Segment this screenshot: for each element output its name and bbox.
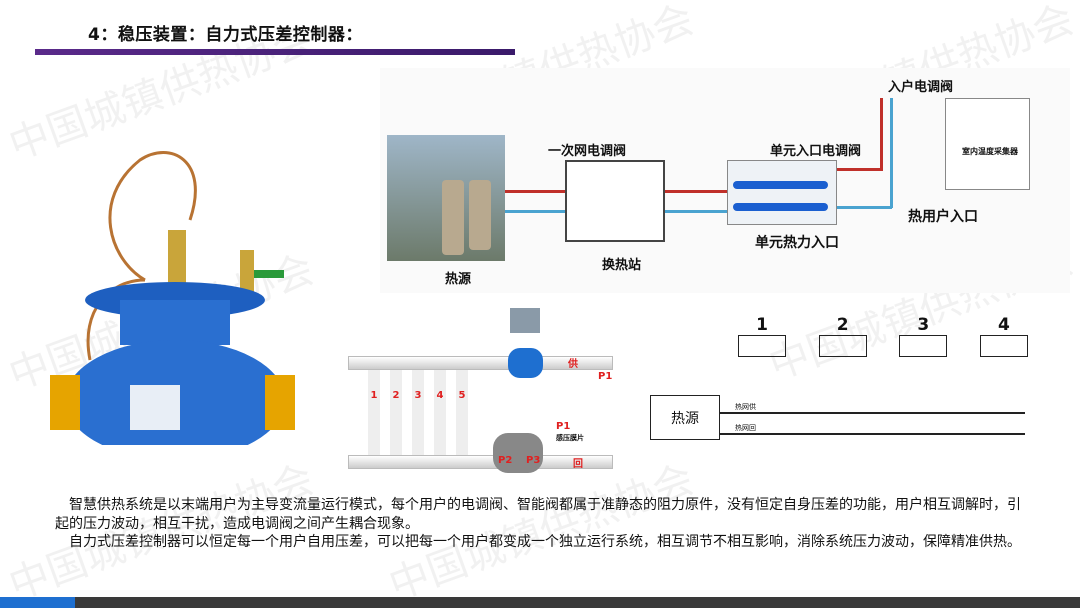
p1-membrane-label: P1 — [556, 421, 571, 432]
p2-label: P2 — [498, 455, 513, 466]
return-label: 回 — [573, 459, 583, 470]
paragraph: 智慧供热系统是以末端用户为主导变流量运行模式，每个用户的电调阀、智能阀都属于准静… — [55, 497, 1021, 532]
heat-source-label: 热源 — [445, 272, 472, 287]
household-valve-label: 入户电调阀 — [888, 80, 954, 95]
supply-label: 供 — [568, 359, 578, 370]
temp-collector-label: 室内温度采集器 — [962, 147, 1018, 156]
unit-entry-box — [727, 160, 837, 225]
user-number: 4 — [998, 315, 1010, 335]
p3-label: P3 — [526, 455, 541, 466]
power-plant-photo — [387, 135, 505, 261]
supply-line-label: 热网供 — [735, 403, 756, 411]
p1-label: P1 — [598, 371, 613, 382]
user-number: 1 — [756, 315, 768, 335]
page-title: 4：稳压装置：自力式压差控制器： — [88, 25, 363, 45]
branch-label: 1 — [368, 370, 380, 455]
unit-valve-label: 单元入口电调阀 — [770, 144, 862, 159]
primary-valve-label: 一次网电调阀 — [548, 144, 627, 159]
return-line-label: 热网回 — [735, 424, 756, 432]
user-number: 2 — [836, 315, 849, 335]
paragraph: 自力式压差控制器可以恒定每一个用户自用压差，可以把每一个用户都变成一个独立运行系… — [69, 534, 1021, 550]
footer-accent — [0, 597, 75, 608]
heat-source-box: 热源 — [650, 395, 720, 440]
valve-installation-diagram: 供 P1 P1 感压膜片 P2 P3 回 1 2 3 4 5 — [348, 303, 613, 473]
unit-entry-label: 单元热力入口 — [755, 235, 839, 251]
heat-exchange-station-box — [565, 160, 665, 242]
description-text: 智慧供热系统是以末端用户为主导变流量运行模式，每个用户的电调阀、智能阀都属于准静… — [55, 496, 1030, 552]
title-underline — [35, 49, 515, 55]
branch-label: 5 — [456, 370, 468, 455]
membrane-label: 感压膜片 — [556, 434, 584, 442]
user-number: 3 — [917, 315, 930, 335]
branch-label: 3 — [412, 370, 424, 455]
house-icon — [945, 98, 1030, 190]
branch-label: 4 — [434, 370, 446, 455]
heating-flow-diagram: 热源 一次网电调阀 换热站 单元入口电调阀 单元热力入口 入户电调阀 室内温度采… — [380, 68, 1070, 293]
valve-photo — [50, 151, 295, 445]
footer-bar — [0, 597, 1080, 608]
household-entry-label: 热用户入口 — [908, 209, 978, 225]
branch-label: 2 — [390, 370, 402, 455]
station-label: 换热站 — [602, 258, 642, 273]
pressure-schematic: 热源 热网供 热网回 1 2 3 4 — [650, 315, 1030, 465]
